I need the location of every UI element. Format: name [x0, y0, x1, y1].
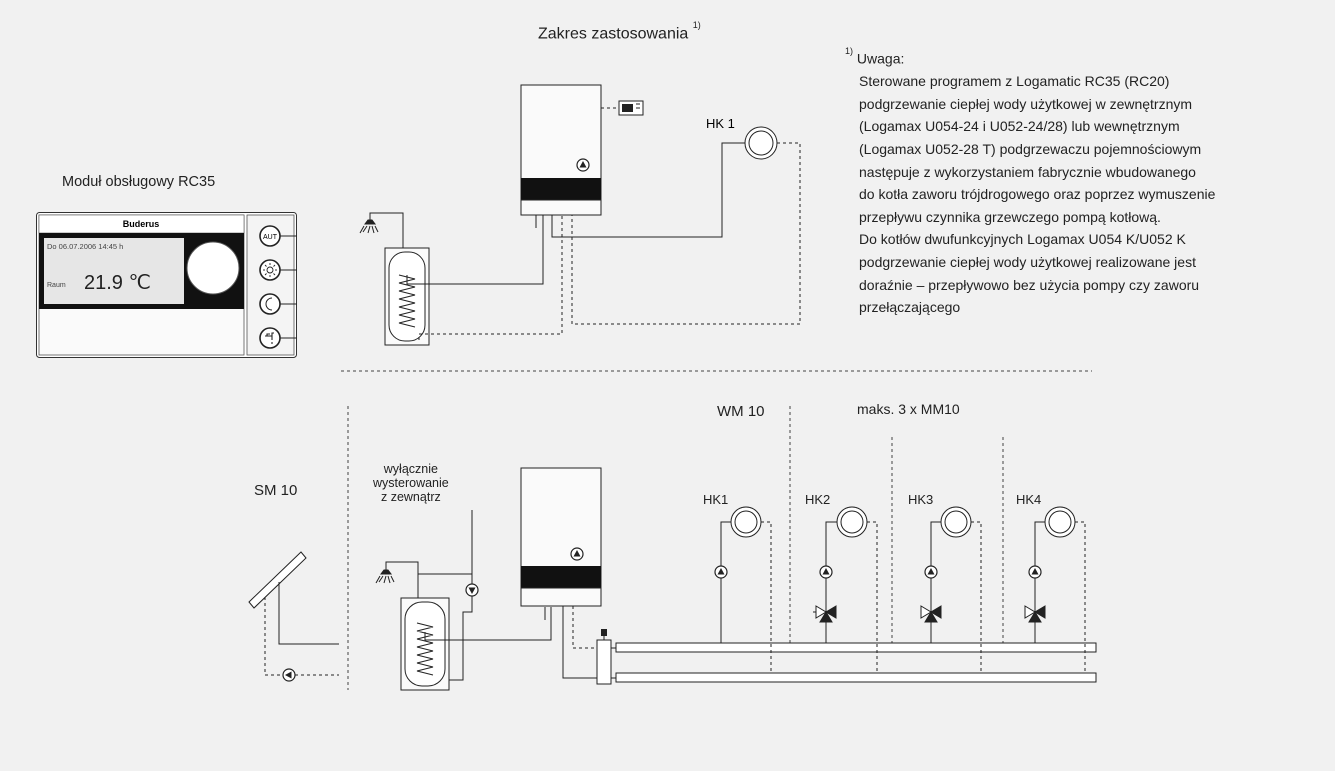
hk4-pump-icon — [1028, 565, 1042, 579]
footnote-line: Do kotłów dwufunkcyjnych Logamax U054 K/… — [859, 231, 1186, 248]
solar-collector-icon — [248, 551, 307, 609]
hk3-radiator-icon — [940, 506, 972, 538]
return-manifold — [615, 672, 1097, 683]
top-boiler — [520, 84, 618, 216]
diagram-title: Zakres zastosowania 1) — [538, 20, 701, 43]
aut-button[interactable]: AUT — [259, 225, 297, 247]
footnote-heading-row: 1) Uwaga: — [845, 44, 1325, 70]
night-mode-button[interactable] — [259, 293, 297, 315]
footnote-line: przełączającego — [859, 299, 961, 316]
footnote-line: przepływu czynnika grzewczego pompą kotł… — [859, 208, 1161, 225]
boiler-pump-icon — [576, 158, 590, 172]
day-mode-button[interactable] — [259, 259, 297, 281]
hk4-radiator-icon — [1044, 506, 1076, 538]
external-note-line: z zewnątrz — [380, 490, 441, 504]
external-control-note: wyłącznie wysterowanie z zewnątrz — [373, 462, 449, 504]
hk1-radiator-icon — [730, 506, 762, 538]
external-note-line: wyłącznie — [383, 462, 438, 476]
hk2-mixing-valve-icon — [815, 605, 837, 623]
rotary-knob[interactable] — [186, 241, 240, 295]
display-screen — [44, 238, 184, 304]
footnote-block: 1) Uwaga: Sterowane programem z Logamati… — [845, 44, 1325, 319]
hk1-label: HK1 — [703, 492, 729, 507]
moon-icon — [265, 297, 273, 311]
top-hk1-label: HK 1 — [706, 116, 735, 131]
brand-logo: Buderus — [123, 219, 160, 229]
sun-icon — [263, 263, 277, 277]
top-shower-icon — [359, 219, 379, 234]
bottom-boiler-pump-icon — [570, 547, 584, 561]
footnote-line: Sterowane programem z Logamatic RC35 (RC… — [859, 73, 1170, 90]
hk3-label: HK3 — [908, 492, 934, 507]
footnote-line: podgrzewanie ciepłej wody użytkowej real… — [859, 254, 1196, 270]
title-text: Zakres zastosowania — [538, 25, 689, 43]
hk1-pump-icon — [714, 565, 728, 579]
sm10-label: SM 10 — [254, 482, 298, 499]
bottom-shower-icon — [375, 569, 395, 584]
bottom-storage-tank — [400, 597, 450, 691]
hk2-radiator-icon — [836, 506, 868, 538]
hk2-label: HK2 — [805, 492, 831, 507]
aut-icon: AUT — [263, 234, 278, 241]
hk4-mixing-valve-icon — [1024, 605, 1046, 623]
display-temperature: 21.9 ℃ — [84, 272, 151, 294]
footnote-line: następuje z wykorzystaniem fabrycznie wb… — [859, 163, 1196, 180]
title-footnote-mark: 1) — [692, 20, 701, 30]
footnote-line: podgrzewanie ciepłej wody użytkowej w ze… — [859, 95, 1193, 112]
wm10-label: WM 10 — [717, 403, 765, 420]
footnote-line: (Logamax U052-28 T) podgrzewaczu pojemno… — [859, 141, 1202, 158]
hk2-pump-icon — [819, 565, 833, 579]
external-pump-icon — [465, 583, 479, 597]
top-storage-tank — [384, 247, 430, 346]
solar-pump-icon — [282, 668, 296, 682]
tap-icon — [265, 332, 274, 344]
rc35-controller: Buderus Do 06.07.2006 14:45 h Raum 21.9 … — [36, 212, 297, 358]
footnote-line: do kotła zaworu trójdrogowego oraz poprz… — [859, 186, 1216, 203]
supply-manifold — [615, 642, 1097, 653]
mm10-label: maks. 3 x MM10 — [857, 401, 960, 417]
footnote-heading: Uwaga: — [856, 50, 905, 67]
top-radiator-icon — [744, 126, 778, 160]
footnote-body: Sterowane programem z Logamatic RC35 (RC… — [845, 70, 1325, 319]
hot-water-button[interactable] — [259, 327, 297, 349]
external-note-line: wysterowanie — [373, 476, 449, 490]
hk3-pump-icon — [924, 565, 938, 579]
footnote-mark: 1) — [845, 46, 854, 56]
module-label: Moduł obsługowy RC35 — [62, 174, 216, 190]
footnote-line: doraźnie – przepływowo bez użycia pompy … — [859, 276, 1200, 293]
bottom-boiler — [520, 467, 602, 607]
room-sensor-icon — [618, 100, 644, 116]
hk4-label: HK4 — [1016, 492, 1042, 507]
display-datetime: Do 06.07.2006 14:45 h — [47, 242, 123, 251]
footnote-line: (Logamax U054-24 i U052-24/28) lub wewnę… — [859, 118, 1180, 135]
hydraulic-separator — [596, 629, 612, 685]
hk3-mixing-valve-icon — [920, 605, 942, 623]
display-room-label: Raum — [47, 282, 66, 289]
